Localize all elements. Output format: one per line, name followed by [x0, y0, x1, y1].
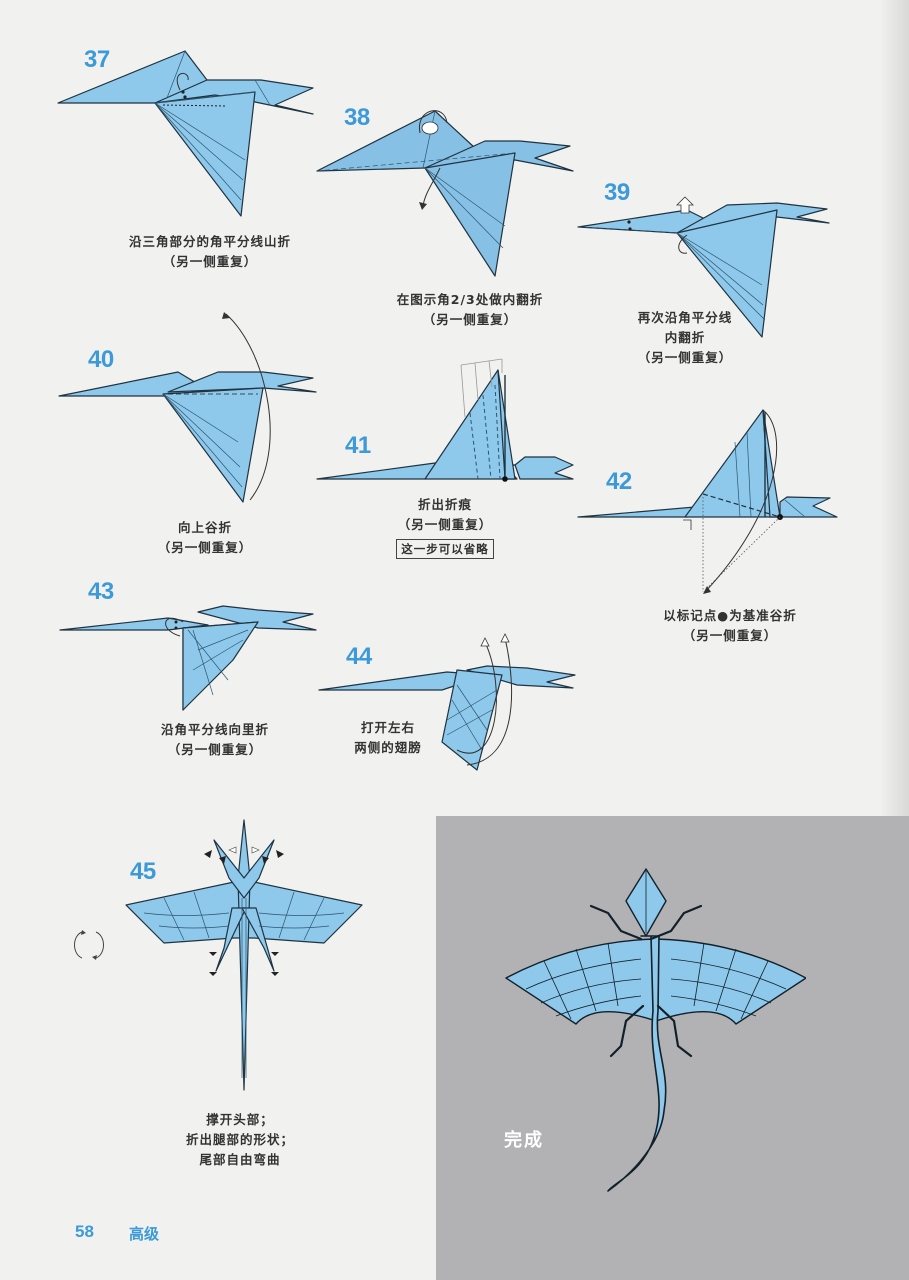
step-number-39: 39 [604, 179, 630, 206]
step-number-44: 44 [346, 643, 372, 670]
finished-model-panel: 完成 [436, 816, 909, 1280]
curved-arrow-icon [466, 637, 513, 766]
finished-flying-lizard-illustration [505, 868, 806, 1192]
caption-step-41: 折出折痕（另一侧重复） 这一步可以省略 [370, 495, 520, 559]
caption-step-42: 以标记点●为基准谷折（另一侧重复） [663, 608, 797, 643]
optional-step-note: 这一步可以省略 [396, 539, 494, 559]
caption-step-44: 打开左右两侧的翅膀 [354, 720, 422, 755]
caption-step-43: 沿角平分线向里折（另一侧重复） [160, 722, 269, 757]
diagram-step-41 [316, 358, 574, 482]
diagram-step-43 [59, 605, 317, 711]
curved-arrow-icon [176, 72, 189, 91]
curved-arrow-icon [419, 110, 448, 134]
caption-step-38: 在图示角2/3处做内翻折（另一侧重复） [396, 292, 544, 327]
dot-marker-icon [502, 476, 508, 482]
caption-step-45: 撑开头部；折出腿部的形状；尾部自由弯曲 [185, 1112, 294, 1167]
curved-arrow-icon [225, 313, 271, 501]
page-number: 58 [75, 1222, 94, 1241]
curved-arrow-icon [165, 617, 184, 637]
caption-step-37: 沿三角部分的角平分线山折（另一侧重复） [128, 234, 291, 269]
step-number-43: 43 [88, 578, 114, 605]
curved-arrow-icon [456, 641, 497, 754]
diagram-step-39 [577, 196, 830, 338]
step-number-37: 37 [84, 46, 110, 73]
turn-over-icon [74, 930, 104, 960]
finished-label: 完成 [504, 1130, 544, 1151]
diagram-step-40 [58, 312, 317, 503]
step-number-45: 45 [130, 858, 156, 885]
section-label: 高级 [129, 1225, 160, 1243]
diagram-step-45 [125, 819, 363, 1091]
step-number-41: 41 [345, 432, 371, 459]
diagram-step-37 [57, 50, 314, 217]
step-number-40: 40 [88, 346, 114, 373]
diagram-step-44 [318, 633, 576, 771]
push-arrow-icon [676, 196, 694, 214]
diagram-step-42 [577, 409, 838, 594]
caption-step-39: 再次沿角平分线内翻折（另一侧重复） [637, 310, 733, 365]
caption-step-40: 向上谷折（另一侧重复） [157, 520, 253, 555]
step-number-42: 42 [606, 468, 632, 495]
diagram-step-38 [316, 110, 574, 277]
step-number-38: 38 [344, 104, 370, 131]
curved-arrow-icon [704, 409, 778, 593]
